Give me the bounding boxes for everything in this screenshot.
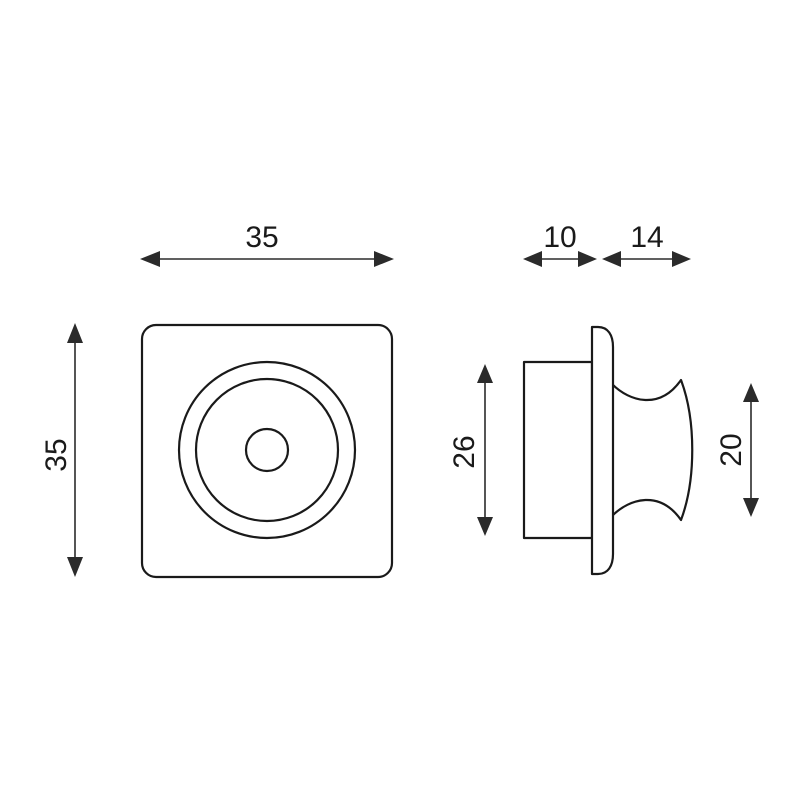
front-height-dimension: 35: [40, 323, 83, 577]
arrow-left-icon: [523, 251, 542, 267]
base-depth-label: 10: [543, 221, 576, 254]
arrow-right-icon: [672, 251, 691, 267]
arrow-up-icon: [67, 323, 83, 343]
base-height-dimension: 26: [448, 364, 493, 536]
arrow-left-icon: [602, 251, 621, 267]
arrow-down-icon: [743, 498, 759, 517]
rosette-plate: [590, 325, 615, 576]
arrow-right-icon: [578, 251, 597, 267]
front-width-label: 35: [245, 221, 278, 254]
side-view: [522, 325, 694, 576]
arrow-down-icon: [477, 517, 493, 536]
arrow-up-icon: [477, 364, 493, 383]
arrow-left-icon: [140, 251, 160, 267]
base-cylinder: [522, 360, 594, 540]
arrow-right-icon: [374, 251, 394, 267]
knob-height-label: 20: [715, 433, 748, 466]
arrow-up-icon: [743, 383, 759, 402]
knob-depth-dimension: 14: [602, 221, 691, 267]
knob-depth-label: 14: [630, 221, 663, 254]
base-height-label: 26: [448, 435, 481, 468]
knob: [610, 378, 694, 522]
center-hole: [244, 427, 290, 473]
knob-height-dimension: 20: [715, 383, 759, 517]
front-view: [140, 323, 394, 579]
arrow-down-icon: [67, 557, 83, 577]
front-height-label: 35: [40, 438, 73, 471]
front-width-dimension: 35: [140, 221, 394, 267]
base-depth-dimension: 10: [523, 221, 597, 267]
